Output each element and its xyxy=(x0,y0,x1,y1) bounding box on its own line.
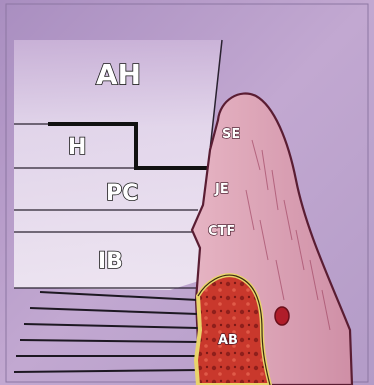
label-ctf: CTF xyxy=(208,224,235,239)
label-ah: AH xyxy=(96,58,141,91)
label-je: JE xyxy=(214,182,229,197)
label-ib: IB xyxy=(98,249,123,274)
label-se: SE xyxy=(222,127,240,142)
label-ab: AB xyxy=(218,333,238,348)
label-pc: PC xyxy=(106,181,138,206)
label-h: H xyxy=(68,135,86,160)
gingiva-vessel xyxy=(275,307,289,325)
